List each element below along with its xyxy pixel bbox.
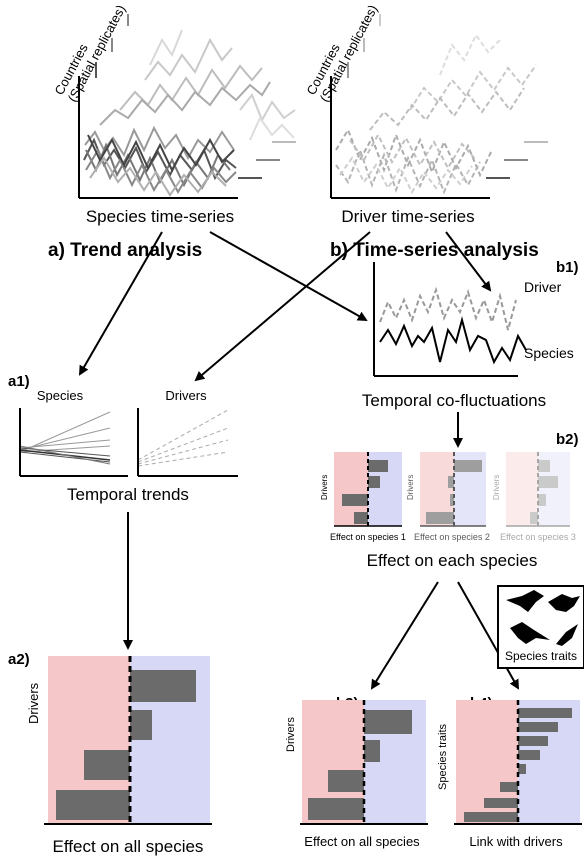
- a2-bar-4: [56, 790, 130, 820]
- b2-3-xlabel: Effect on species 3: [500, 532, 576, 542]
- species-traits-caption: Species traits: [505, 649, 577, 663]
- arrow-b2-to-b3: [370, 581, 439, 690]
- timeseries-analysis-heading: b) Time-series analysis: [330, 240, 539, 261]
- b4-caption: Link with drivers: [469, 834, 563, 849]
- bird-silhouette-icon: [506, 590, 580, 646]
- b3-bar-2: [364, 740, 380, 762]
- b2-panel: b2) Drivers Effect on species 1 Drivers …: [320, 431, 579, 570]
- b2-tag: b2): [556, 431, 579, 448]
- a2-bar-3: [84, 750, 130, 780]
- b1-driver-label: Driver: [524, 279, 562, 295]
- b3-panel: b3) Drivers Effect on all species: [285, 695, 428, 849]
- a1-drivers-label: Drivers: [165, 388, 207, 403]
- driver-timeseries-caption: Driver time-series: [341, 207, 474, 226]
- b2-2-ylabel: Drivers: [406, 475, 415, 500]
- driver-axes: [330, 76, 490, 199]
- a2-bar-2: [130, 710, 152, 740]
- b2-3-bar-3: [538, 494, 546, 506]
- b4-bar-6: [500, 782, 518, 792]
- b3-caption: Effect on all species: [304, 834, 420, 849]
- b4-bar-4: [518, 750, 540, 760]
- b4-bar-1: [518, 708, 572, 718]
- b1-caption: Temporal co-fluctuations: [362, 391, 546, 410]
- arrow-b2-to-b4: [457, 581, 519, 690]
- species-replicate-lines: [83, 29, 296, 197]
- a2-panel: a2) Drivers Effect on all species: [8, 651, 212, 856]
- b2-2-bar-1: [454, 460, 482, 472]
- species-traits-box: Species traits: [497, 585, 584, 669]
- b2-3-bar-2: [538, 476, 558, 488]
- species-timeseries-panel: Countries (Spatial replicates) Species t…: [51, 2, 296, 226]
- b2-2-bar-4: [426, 512, 454, 524]
- b2-3-bar-1: [538, 460, 550, 472]
- species-axes: [78, 76, 238, 199]
- species-timeseries-caption: Species time-series: [86, 207, 234, 226]
- b2-1-bar-2: [368, 476, 380, 488]
- a2-caption: Effect on all species: [53, 837, 204, 856]
- a1-caption: Temporal trends: [67, 485, 189, 504]
- species-replicate-ticks: [95, 14, 296, 179]
- b4-bar-7: [484, 798, 518, 808]
- b4-bar-3: [518, 736, 548, 746]
- b2-caption: Effect on each species: [367, 551, 538, 570]
- a1-tag: a1): [8, 373, 30, 390]
- b4-bar-5: [518, 764, 526, 774]
- b1-tag: b1): [556, 259, 579, 276]
- arrow-driver-to-a1: [194, 231, 371, 382]
- b2-subpanel-2: Drivers Effect on species 2: [406, 452, 490, 542]
- a2-ylabel: Drivers: [26, 682, 41, 724]
- b2-1-bar-3: [342, 494, 368, 506]
- b2-1-bar-1: [368, 460, 388, 472]
- b2-2-bar-2: [448, 476, 454, 488]
- b2-3-bar-4: [530, 512, 538, 524]
- b1-species-series: [379, 316, 527, 365]
- b2-subpanel-1: Drivers Effect on species 1: [320, 452, 406, 542]
- b2-1-xlabel: Effect on species 1: [330, 532, 406, 542]
- b4-panel: b4) Species traits Link with drivers: [437, 695, 582, 849]
- a1-species-trends: [19, 408, 128, 477]
- b4-bar-8: [464, 812, 518, 822]
- flow-arrows: [78, 231, 519, 690]
- a1-species-label: Species: [37, 388, 84, 403]
- a2-bar-1: [130, 670, 196, 702]
- b4-bar-2: [518, 722, 558, 732]
- b2-3-ylabel: Drivers: [492, 475, 501, 500]
- a2-tag: a2): [8, 651, 30, 668]
- driver-timeseries-panel: Countries (Spatial replicates) Driver ti…: [303, 2, 548, 226]
- b2-1-ylabel: Drivers: [320, 475, 329, 500]
- driver-replicate-lines: [335, 33, 537, 195]
- b3-ylabel: Drivers: [285, 717, 297, 752]
- b1-driver-series: [379, 286, 517, 331]
- arrow-species-to-b1: [209, 231, 368, 321]
- arrow-driver-to-b1: [445, 231, 492, 292]
- b4-ylabel: Species traits: [437, 723, 449, 790]
- driver-replicate-ticks: [347, 14, 548, 179]
- b2-1-bar-4: [354, 512, 368, 524]
- b2-subpanel-3: Drivers Effect on species 3: [492, 452, 576, 542]
- b3-bar-4: [308, 798, 364, 820]
- b2-2-xlabel: Effect on species 2: [414, 532, 490, 542]
- a1-panel: a1) Species Drivers Temporal trends: [8, 373, 238, 504]
- b3-bar-1: [364, 710, 412, 734]
- a1-driver-trends: [137, 408, 238, 477]
- arrow-species-to-a1: [78, 231, 163, 376]
- b2-2-bar-3: [450, 494, 454, 506]
- trend-analysis-heading: a) Trend analysis: [48, 240, 202, 261]
- b1-panel: b1) Driver Species Temporal co-fluctuati…: [362, 259, 579, 410]
- b1-species-label: Species: [524, 345, 574, 361]
- b3-bar-3: [328, 770, 364, 792]
